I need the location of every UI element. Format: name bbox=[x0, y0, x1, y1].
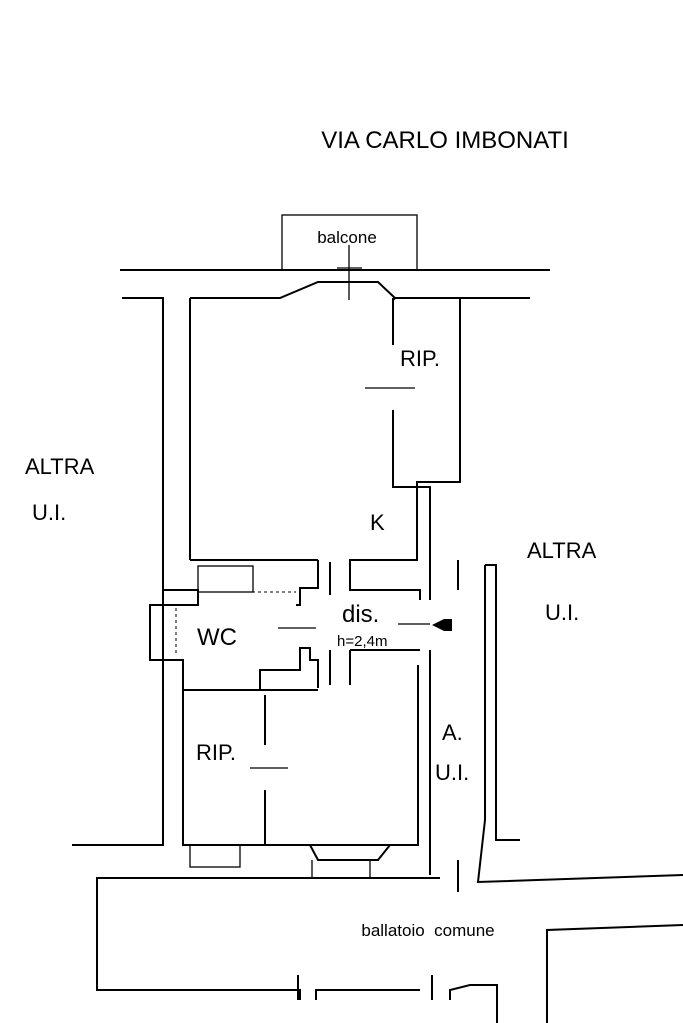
apartment-walls bbox=[72, 281, 683, 884]
a-ui-line2: U.I. bbox=[435, 760, 469, 785]
altra-left-line2: U.I. bbox=[32, 500, 66, 525]
altra-left-line1: ALTRA bbox=[25, 454, 95, 479]
rip-top-label: RIP. bbox=[400, 346, 440, 371]
balcone-label: balcone bbox=[317, 228, 377, 247]
ballatoio-label: ballatoio comune bbox=[361, 921, 494, 940]
ballatoio bbox=[96, 860, 683, 1023]
height-label: h=2,4m bbox=[337, 633, 387, 650]
entrance-arrow-icon bbox=[432, 619, 452, 631]
kitchen-label: K bbox=[370, 510, 385, 535]
dis-label: dis. bbox=[342, 601, 379, 628]
altra-right-line1: ALTRA bbox=[527, 538, 597, 563]
street-name: VIA CARLO IMBONATI bbox=[321, 127, 569, 154]
balcony: balcone bbox=[281, 214, 418, 300]
wc-label: WC bbox=[197, 624, 237, 651]
altra-right-line2: U.I. bbox=[545, 600, 579, 625]
a-ui-line1: A. bbox=[442, 720, 463, 745]
rip-bottom-label: RIP. bbox=[196, 740, 236, 765]
